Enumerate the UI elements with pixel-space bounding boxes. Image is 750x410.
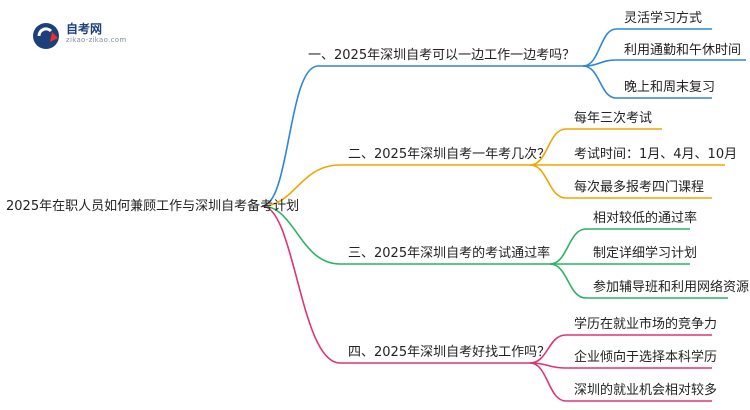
leaf-1-2: 利用通勤和午休时间 [624, 43, 742, 58]
leaf-2-1: 每年三次考试 [574, 111, 653, 126]
branch-2-connector [261, 128, 725, 207]
leaf-3-1: 相对较低的通过率 [593, 211, 698, 226]
leaf-4-1: 学历在就业市场的竞争力 [574, 317, 718, 332]
leaf-1-3: 晚上和周末复习 [624, 80, 716, 95]
mindmap-root: 2025年在职人员如何兼顾工作与深圳自考备考计划 [6, 199, 300, 214]
leaf-1-1: 灵活学习方式 [624, 11, 703, 26]
branch-1-label: 一、2025年深圳自考可以一边工作一边考吗？ [308, 48, 576, 63]
leaf-3-2: 制定详细学习计划 [593, 246, 698, 261]
branch-4-label: 四、2025年深圳自考好找工作吗？ [348, 345, 551, 360]
branch-1-connector [261, 28, 746, 207]
leaf-2-2: 考试时间：1月、4月、10月 [574, 147, 738, 162]
leaf-3-3: 参加辅导班和利用网络资源 [593, 280, 750, 295]
branch-4-connector [261, 205, 712, 402]
zikao-logo-icon [33, 23, 59, 49]
logo-title: 自考网 [66, 22, 103, 36]
branch-3-label: 三、2025年深圳自考的考试通过率 [348, 246, 551, 261]
logo-subtitle: zikao-zikao.com [66, 36, 127, 44]
leaf-4-3: 深圳的就业机会相对较多 [574, 383, 718, 398]
leaf-4-2: 企业倾向于选择本科学历 [574, 350, 718, 365]
branch-3-connector [261, 205, 728, 299]
leaf-2-3: 每次最多报考四门课程 [574, 180, 705, 195]
branch-2-label: 二、2025年深圳自考一年考几次？ [348, 147, 551, 162]
